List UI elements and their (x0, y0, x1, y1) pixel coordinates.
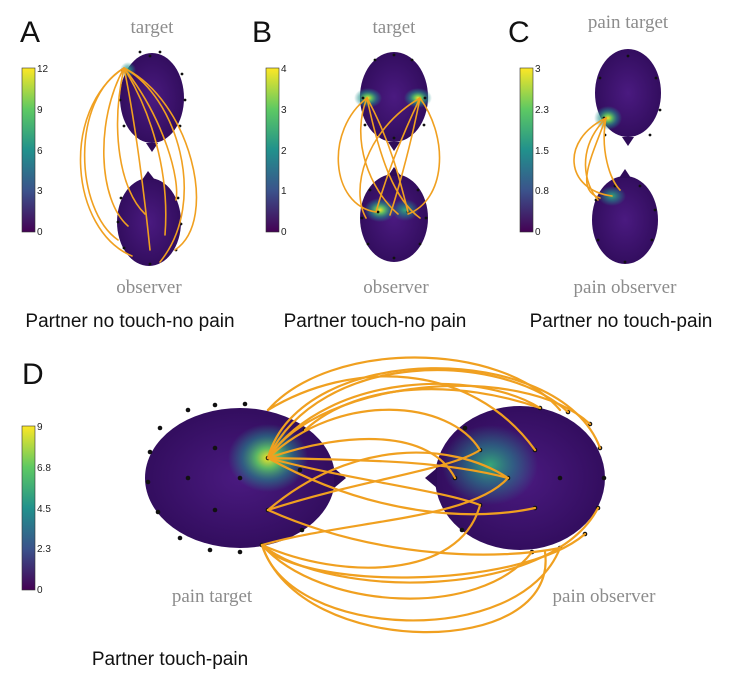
panel-caption: Partner no touch-no pain (25, 311, 234, 332)
right-head-label: pain observer (553, 586, 657, 607)
colorbar-tick: 9 (37, 422, 43, 433)
colorbar-tick: 1.5 (535, 146, 549, 157)
panel-d: D pain target pain observer Partner touc… (21, 356, 657, 670)
colorbar-tick: 0 (281, 227, 287, 238)
colorbar: 12 9 6 3 0 (21, 64, 49, 238)
colorbar-tick: 9 (37, 105, 43, 116)
panel-b: B target observer Partner touch-no pain … (252, 16, 466, 332)
panel-caption: Partner touch-pain (92, 649, 248, 670)
colorbar-tick: 12 (37, 64, 49, 75)
bottom-head-label: observer (116, 277, 182, 298)
panel-c: C pain target pain observer Partner no t… (508, 12, 712, 332)
bottom-head-label: pain observer (574, 277, 678, 298)
colorbar-tick: 2.3 (37, 544, 51, 555)
panel-letter: B (252, 16, 272, 49)
panel-caption: Partner no touch-pain (530, 311, 713, 332)
top-head-label: pain target (588, 12, 669, 33)
colorbar-tick: 3 (281, 105, 287, 116)
colorbar-tick: 3 (535, 64, 541, 75)
scalp-map-bottom (592, 169, 658, 264)
connection-lines (260, 356, 602, 634)
connection-lines (79, 67, 198, 263)
left-head-label: pain target (172, 586, 253, 607)
panel-letter: C (508, 16, 530, 49)
colorbar-tick: 6.8 (37, 463, 51, 474)
colorbar-tick: 4.5 (37, 504, 51, 515)
panel-a: A target observer Partner no touch-no pa… (20, 16, 235, 332)
connection-lines (573, 117, 621, 201)
colorbar-tick: 0 (37, 227, 43, 238)
colorbar-tick: 2 (281, 146, 287, 157)
colorbar-tick: 0.8 (535, 186, 549, 197)
panel-letter: D (22, 358, 44, 391)
colorbar-tick: 0 (37, 585, 43, 596)
colorbar-tick: 0 (535, 227, 541, 238)
colorbar: 3 2.3 1.5 0.8 0 (519, 64, 549, 238)
top-head-label: target (131, 17, 175, 38)
panel-letter: A (20, 16, 40, 49)
top-head-label: target (373, 17, 417, 38)
colorbar-tick: 4 (281, 64, 287, 75)
bottom-head-label: observer (363, 277, 429, 298)
colorbar: 4 3 2 1 0 (265, 64, 287, 238)
panel-caption: Partner touch-no pain (284, 311, 467, 332)
colorbar-tick: 3 (37, 186, 43, 197)
scalp-map-bottom (360, 167, 428, 262)
colorbar-tick: 2.3 (535, 105, 549, 116)
connection-lines (337, 97, 441, 219)
colorbar-tick: 6 (37, 146, 43, 157)
colorbar: 9 6.8 4.5 2.3 0 (21, 422, 51, 596)
colorbar-tick: 1 (281, 186, 287, 197)
